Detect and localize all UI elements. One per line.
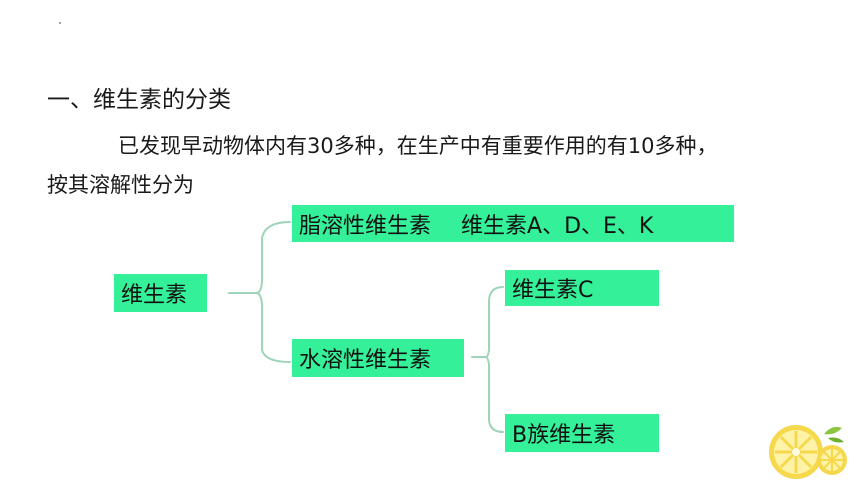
root-bracket (256, 221, 291, 363)
vitamin-root-box: 维生素 (114, 274, 207, 312)
vitamin-b-box: B族维生素 (505, 414, 659, 452)
vitamin-c-box: 维生素C (505, 270, 659, 306)
water-bracket (485, 286, 504, 433)
water-soluble-label: 水溶性维生素 (299, 348, 432, 373)
vitamin-b-label: B族维生素 (512, 423, 616, 448)
fat-soluble-box: 脂溶性维生素 维生素A、D、E、K (292, 205, 734, 242)
lemon-slice-icon (769, 425, 847, 479)
vitamin-root-label: 维生素 (121, 283, 188, 308)
section-heading: 一、维生素的分类 (47, 87, 231, 113)
water-soluble-box: 水溶性维生素 (292, 339, 464, 377)
fat-soluble-label: 脂溶性维生素 (299, 213, 432, 239)
fat-soluble-members: 维生素A、D、E、K (461, 213, 654, 239)
intro-paragraph-line-1: 已发现早动物体内有30多种，在生产中有重要作用的有10多种， (118, 134, 718, 158)
decorative-dot (59, 22, 61, 24)
vitamin-c-label: 维生素C (512, 278, 594, 303)
intro-paragraph-line-2: 按其溶解性分为 (47, 173, 194, 197)
